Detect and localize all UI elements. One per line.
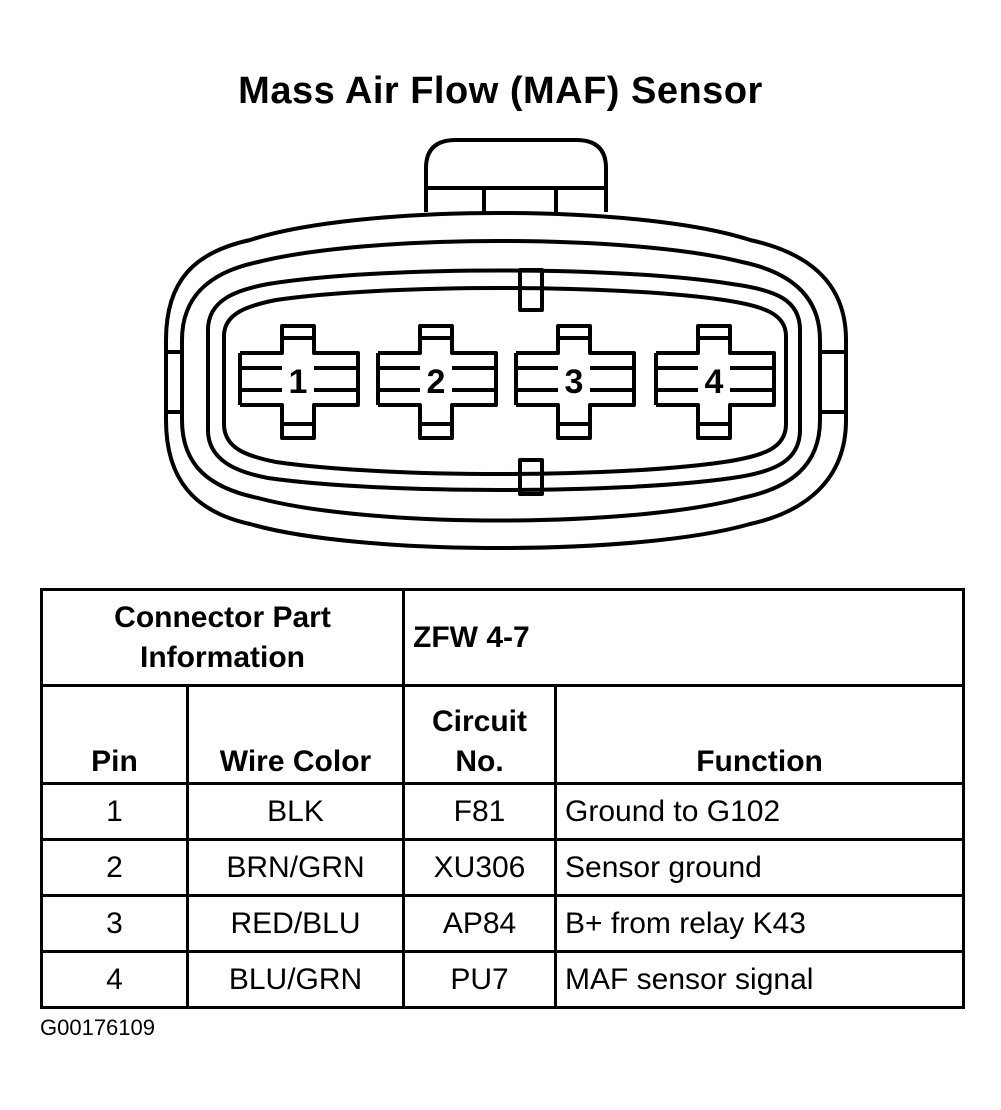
table-row: 3 RED/BLU AP84 B+ from relay K43 (40, 894, 966, 953)
cell-function: B+ from relay K43 (554, 894, 966, 953)
pin-label: 2 (427, 363, 446, 401)
cell-circuit: F81 (402, 782, 558, 841)
cell-wire-color: BLU/GRN (185, 950, 406, 1009)
header-pin: Pin (40, 684, 189, 785)
maf-connector-diagram: 1 2 3 4 (164, 138, 848, 550)
pin-label: 3 (565, 363, 584, 401)
cell-circuit: PU7 (402, 950, 558, 1009)
cell-pin: 4 (40, 950, 189, 1009)
pin-terminal (654, 324, 776, 440)
connector-housing-outer (164, 211, 848, 550)
cell-function: Ground to G102 (554, 782, 966, 841)
header-function: Function (554, 684, 966, 785)
header-wire-color: Wire Color (185, 684, 406, 785)
cell-wire-color: RED/BLU (185, 894, 406, 953)
pin-label: 1 (289, 363, 308, 401)
pin-terminal (238, 324, 360, 440)
cell-pin: 3 (40, 894, 189, 953)
connector-housing-inner (180, 239, 822, 523)
cell-function: Sensor ground (554, 838, 966, 897)
cell-wire-color: BLK (185, 782, 406, 841)
cell-pin: 2 (40, 838, 189, 897)
connector-cavity (222, 286, 788, 476)
pin-terminal (514, 324, 636, 440)
table-row: 2 BRN/GRN XU306 Sensor ground (40, 838, 966, 897)
connector-cavity-rim (206, 268, 802, 492)
header-circuit: Circuit No. (402, 684, 558, 785)
cell-circuit: AP84 (402, 894, 558, 953)
connector-info-label-line1: Connector Part (114, 600, 331, 634)
cell-circuit: XU306 (402, 838, 558, 897)
cell-wire-color: BRN/GRN (185, 838, 406, 897)
connector-info-label: Connector Part Information (39, 588, 406, 687)
pinout-table: Connector Part Information ZFW 4-7 Pin W… (39, 588, 966, 1009)
header-circuit-line1: Circuit (432, 705, 528, 738)
connector-info-value: ZFW 4-7 (402, 588, 966, 687)
bottom-polarization-rib (518, 458, 544, 496)
connector-info-label-line2: Information (140, 640, 305, 674)
cell-pin: 1 (40, 782, 189, 841)
pin-label: 4 (705, 363, 724, 401)
diagram-title: Mass Air Flow (MAF) Sensor (238, 70, 763, 112)
connector-latch (424, 138, 608, 212)
cell-function: MAF sensor signal (554, 950, 966, 1009)
top-polarization-rib (518, 268, 544, 312)
table-row: 4 BLU/GRN PU7 MAF sensor signal (40, 950, 966, 1009)
table-row: 1 BLK F81 Ground to G102 (40, 782, 966, 841)
figure-code: G00176109 (40, 1015, 155, 1040)
pin-terminal (376, 324, 498, 440)
header-circuit-line2: No. (455, 745, 504, 778)
